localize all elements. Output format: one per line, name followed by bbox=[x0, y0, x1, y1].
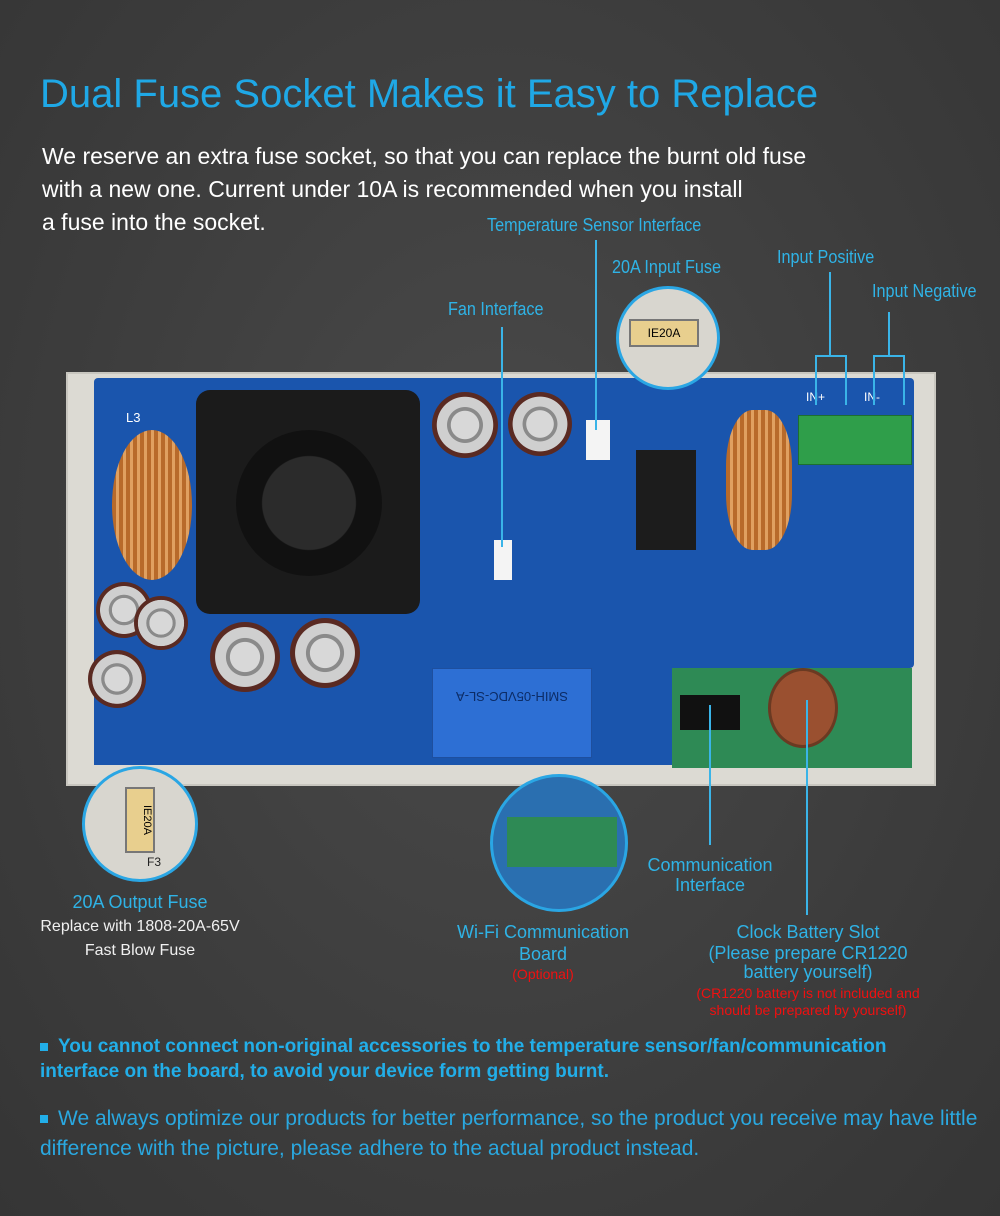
wifi-module bbox=[507, 817, 617, 867]
battery-note: should be prepared by yourself) bbox=[709, 1002, 907, 1018]
warning-text: You cannot connect non-original accessor… bbox=[40, 1036, 887, 1082]
callout-line bbox=[903, 355, 905, 405]
silk-l3: L3 bbox=[126, 410, 141, 425]
bullet-icon bbox=[40, 1042, 48, 1051]
label-fan: Fan Interface bbox=[448, 299, 544, 319]
intro-line: a fuse into the socket. bbox=[42, 209, 266, 235]
label-wifi: Wi-Fi Communication bbox=[456, 922, 630, 942]
output-fuse-inset: IE20A F3 bbox=[82, 766, 198, 882]
temp-sensor-connector bbox=[586, 420, 610, 460]
label-comm: Interface bbox=[674, 875, 746, 895]
callout-line bbox=[829, 272, 831, 356]
label-input-fuse: 20A Input Fuse bbox=[612, 257, 721, 277]
wifi-board-inset bbox=[490, 774, 628, 912]
page-title: Dual Fuse Socket Makes it Easy to Replac… bbox=[40, 72, 819, 116]
callout-line bbox=[595, 240, 597, 430]
label-battery: battery yourself) bbox=[743, 962, 873, 982]
disclaimer-text: We always optimize our products for bett… bbox=[40, 1107, 978, 1160]
callout-line bbox=[888, 312, 890, 355]
capacitor bbox=[134, 596, 188, 650]
callout-line bbox=[873, 355, 875, 405]
relay-text: SMIH-05VDC-SL-A bbox=[456, 689, 568, 704]
capacitor bbox=[508, 392, 572, 456]
callout-line bbox=[806, 700, 808, 915]
inductor bbox=[726, 410, 792, 550]
output-fuse-desc: Replace with 1808-20A-65V bbox=[40, 918, 240, 935]
fan-connector bbox=[494, 540, 512, 580]
relay: SMIH-05VDC-SL-A bbox=[432, 668, 592, 758]
output-fuse-desc: Fast Blow Fuse bbox=[84, 942, 196, 959]
callout-line bbox=[501, 327, 503, 547]
callout-line bbox=[709, 705, 711, 845]
input-terminal bbox=[798, 415, 912, 465]
bullet-icon bbox=[40, 1115, 48, 1124]
intro-text: We reserve an extra fuse socket, so that… bbox=[42, 140, 922, 239]
label-temp-sensor: Temperature Sensor Interface bbox=[487, 215, 702, 235]
mosfet bbox=[636, 450, 696, 550]
capacitor bbox=[210, 622, 280, 692]
label-battery: (Please prepare CR1220 bbox=[708, 943, 908, 963]
callout-line bbox=[815, 355, 817, 405]
wifi-optional: (Optional) bbox=[512, 966, 574, 982]
fuse: IE20A bbox=[629, 319, 699, 347]
callout-line bbox=[873, 355, 905, 357]
callout-line bbox=[845, 355, 847, 405]
capacitor bbox=[88, 650, 146, 708]
disclaimer-note: We always optimize our products for bett… bbox=[40, 1104, 980, 1164]
inductor-l3 bbox=[112, 430, 192, 580]
silk-f3: F3 bbox=[147, 855, 162, 869]
callout-line bbox=[815, 355, 847, 357]
battery-holder bbox=[768, 668, 838, 748]
capacitor bbox=[290, 618, 360, 688]
capacitor bbox=[432, 392, 498, 458]
silk-in-minus: IN- bbox=[864, 390, 880, 404]
fuse: IE20A bbox=[125, 787, 155, 853]
intro-line: We reserve an extra fuse socket, so that… bbox=[42, 143, 807, 169]
label-output-fuse: 20A Output Fuse bbox=[72, 892, 208, 912]
label-input-positive: Input Positive bbox=[777, 247, 875, 267]
fan-hub bbox=[236, 430, 382, 576]
label-input-negative: Input Negative bbox=[872, 281, 977, 301]
label-wifi: Board bbox=[518, 944, 568, 964]
label-comm: Communication bbox=[647, 855, 773, 875]
warning-note: You cannot connect non-original accessor… bbox=[40, 1034, 960, 1084]
battery-note: (CR1220 battery is not included and bbox=[696, 985, 920, 1001]
intro-line: with a new one. Current under 10A is rec… bbox=[42, 176, 743, 202]
label-battery: Clock Battery Slot bbox=[736, 922, 880, 942]
input-fuse-inset: IE20A bbox=[616, 286, 720, 390]
